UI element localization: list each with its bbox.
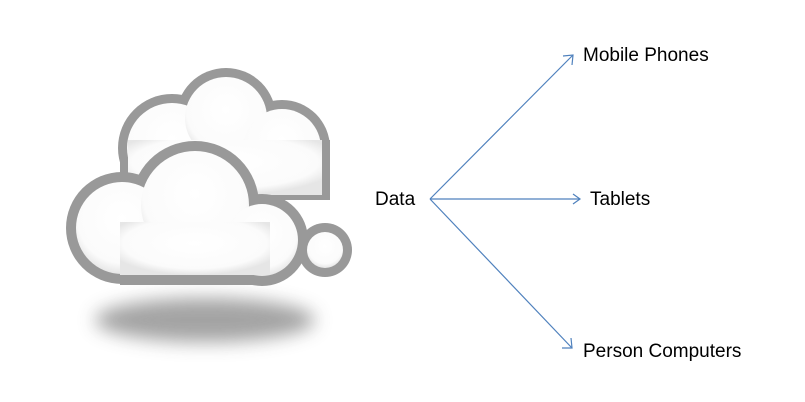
cloud-front (66, 141, 352, 286)
target-label-mobile-phones: Mobile Phones (583, 45, 709, 66)
target-label-tablets: Tablets (590, 189, 651, 210)
target-label-person-computers: Person Computers (583, 341, 742, 362)
arrow-to-tablets (430, 193, 582, 205)
arrows (429, 54, 582, 349)
arrow-to-mobile-phones (429, 54, 574, 200)
cloud-shadow (95, 298, 315, 342)
cloud-icon (66, 68, 352, 342)
source-label-data: Data (375, 189, 416, 210)
arrow-to-person-computers (429, 198, 573, 349)
